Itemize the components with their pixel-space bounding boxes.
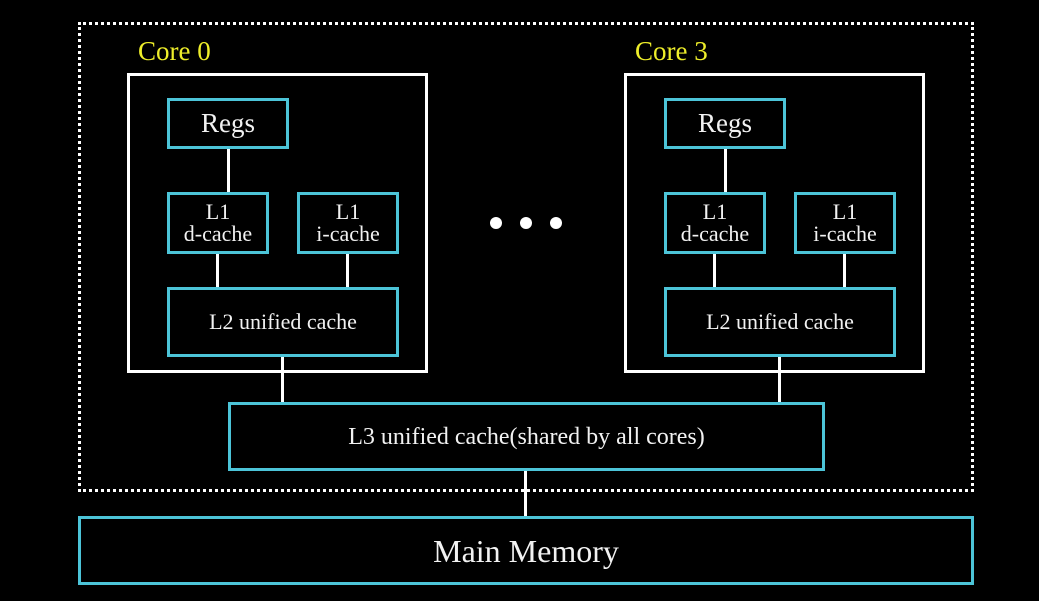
core-3-box (624, 73, 925, 373)
core-3-l2-cache: L2 unified cache (664, 287, 896, 357)
connector (778, 357, 781, 402)
dcache-label: d-cache (183, 221, 253, 246)
core-0-regs: Regs (167, 98, 289, 149)
connector (713, 254, 716, 287)
connector (281, 357, 284, 402)
main-memory: Main Memory (78, 516, 974, 585)
connector (227, 149, 230, 192)
core-0-label: Core 0 (138, 36, 211, 66)
connector (346, 254, 349, 287)
ellipsis-dot-icon (520, 217, 532, 229)
core-0-l2-cache: L2 unified cache (167, 287, 399, 357)
connector (843, 254, 846, 287)
connector (216, 254, 219, 287)
connector (524, 471, 527, 516)
ellipsis-dot-icon (490, 217, 502, 229)
l1-label: L1 (832, 199, 858, 224)
ellipsis-dot-icon (550, 217, 562, 229)
icache-label: i-cache (813, 221, 877, 246)
l1-label: L1 (335, 199, 361, 224)
l1-label: L1 (205, 199, 231, 224)
l1-label: L1 (702, 199, 728, 224)
core-3-label: Core 3 (635, 36, 708, 66)
core-3-regs: Regs (664, 98, 786, 149)
connector (724, 149, 727, 192)
core-0-box (127, 73, 428, 373)
l3-shared-cache: L3 unified cache(shared by all cores) (228, 402, 825, 471)
dcache-label: d-cache (680, 221, 750, 246)
icache-label: i-cache (316, 221, 380, 246)
